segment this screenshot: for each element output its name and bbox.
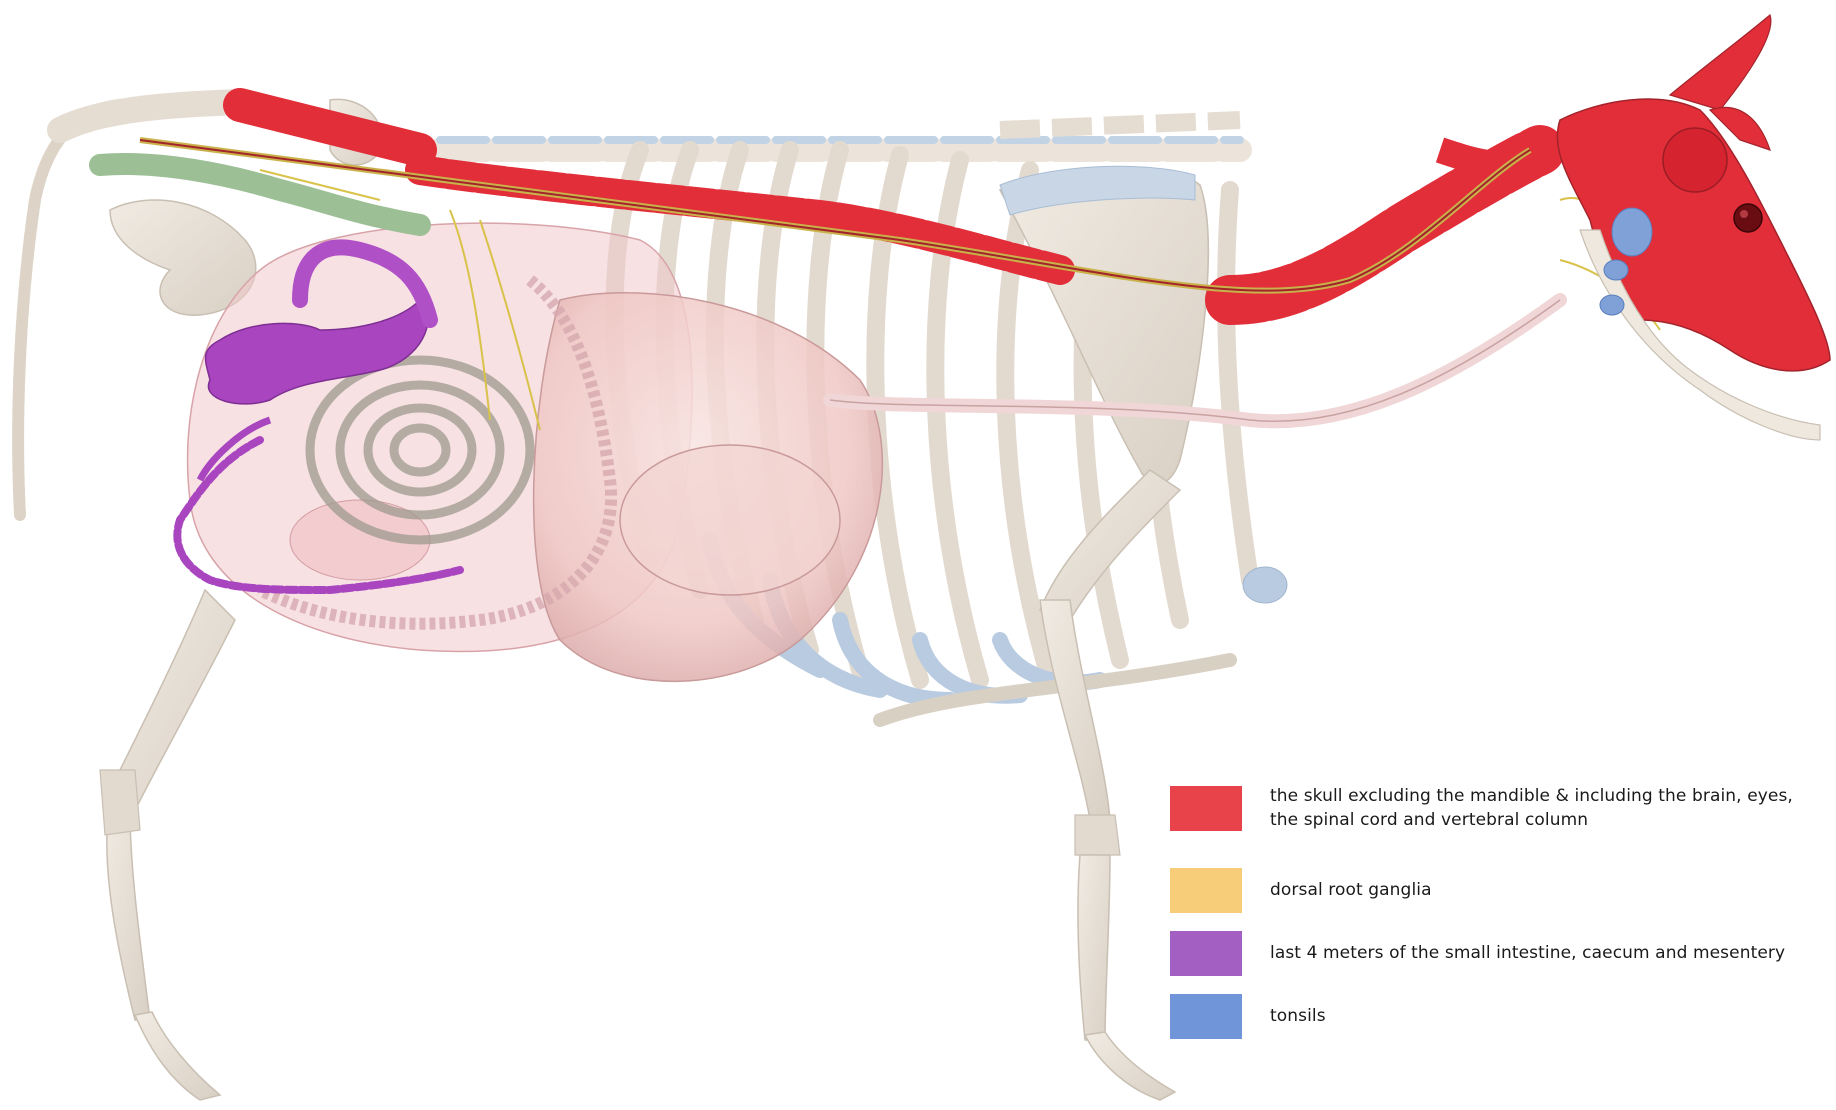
- legend-label: the skull excluding the mandible & inclu…: [1270, 784, 1810, 832]
- cow-skull: [1557, 15, 1830, 440]
- legend-label: tonsils: [1270, 1004, 1810, 1028]
- legend-swatch-yellow: [1170, 868, 1242, 913]
- legend-swatch-red: [1170, 786, 1242, 831]
- abdominal-organs: [188, 223, 883, 681]
- legend-label: last 4 meters of the small intestine, ca…: [1270, 941, 1810, 965]
- legend-label: dorsal root ganglia: [1270, 878, 1810, 902]
- legend-swatch-blue: [1170, 994, 1242, 1039]
- legend-swatch-purple: [1170, 931, 1242, 976]
- hind-leg: [100, 590, 235, 1100]
